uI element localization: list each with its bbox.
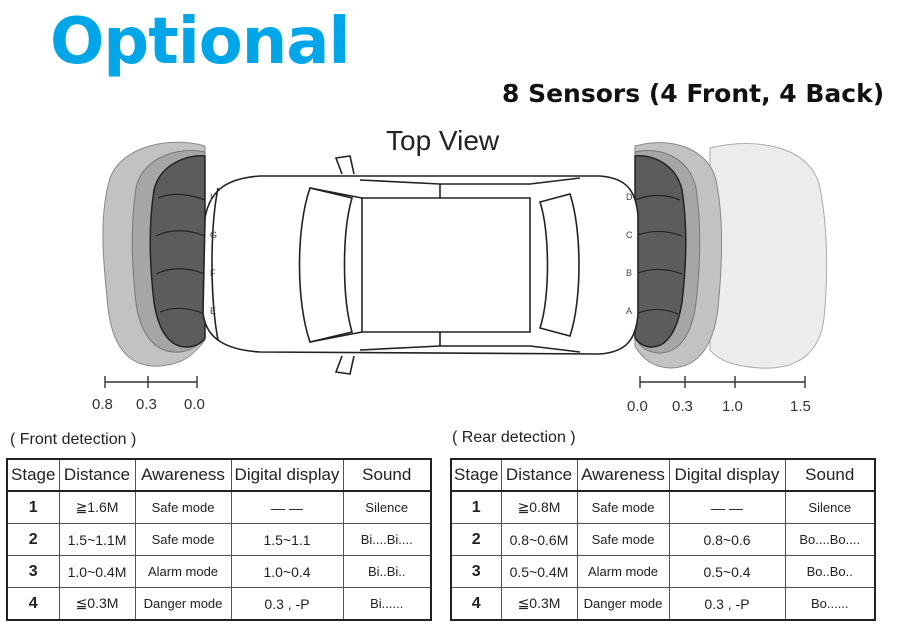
awareness-cell: Safe mode <box>134 523 232 556</box>
table-row: 4 ≦0.3M Danger mode 0.3 , -P Bi...... <box>6 587 432 621</box>
distance-scales <box>104 376 806 388</box>
column-header-distance: Distance <box>58 458 136 492</box>
display-cell: 0.8~0.6 <box>668 523 786 556</box>
table-row: 1 ≧1.6M Safe mode — — Silence <box>6 490 432 524</box>
awareness-cell: Safe mode <box>134 490 232 524</box>
display-cell: 0.3 , -P <box>668 587 786 621</box>
awareness-cell: Safe mode <box>576 523 670 556</box>
display-cell: 0.3 , -P <box>230 587 344 621</box>
column-header-digital-display: Digital display <box>230 458 344 492</box>
rear-sensor-4: A <box>626 306 632 316</box>
sensor-count-subheading: 8 Sensors (4 Front, 4 Back) <box>502 79 885 108</box>
rear-scale-label: 1.5 <box>790 398 811 415</box>
rear-scale-label: 1.0 <box>722 398 743 415</box>
awareness-cell: Danger mode <box>576 587 670 621</box>
rear-detection-title: ( Rear detection ) <box>452 429 576 446</box>
stage-cell: 1 <box>450 490 502 524</box>
car-outline <box>202 155 639 375</box>
table-row: 1 ≧0.8M Safe mode — — Silence <box>450 490 876 524</box>
front-scale-label: 0.3 <box>136 396 157 413</box>
front-detection-table: Stage Distance Awareness Digital display… <box>6 458 432 621</box>
rear-zone-far <box>709 143 828 369</box>
left-mirror <box>334 155 355 175</box>
stage-cell: 1 <box>6 490 60 524</box>
display-cell: — — <box>668 490 786 524</box>
display-cell: 1.0~0.4 <box>230 555 344 588</box>
top-view-title: Top View <box>386 125 500 156</box>
table-row: 2 1.5~1.1M Safe mode 1.5~1.1 Bi....Bi...… <box>6 523 432 556</box>
front-sensor-4: E <box>210 306 216 316</box>
front-sensor-2: G <box>210 230 217 240</box>
windshield <box>298 187 354 343</box>
table-row: 3 0.5~0.4M Alarm mode 0.5~0.4 Bo..Bo.. <box>450 555 876 588</box>
stage-cell: 3 <box>450 555 502 588</box>
awareness-cell: Safe mode <box>576 490 670 524</box>
sensor-markers: I G F E D C B A <box>210 192 633 316</box>
distance-cell: ≦0.3M <box>500 587 578 621</box>
rear-sensor-2: C <box>626 230 633 240</box>
rear-scale-label: 0.0 <box>627 398 648 415</box>
table-row: 3 1.0~0.4M Alarm mode 1.0~0.4 Bi..Bi.. <box>6 555 432 588</box>
front-detection-zones <box>102 141 206 367</box>
display-cell: 0.5~0.4 <box>668 555 786 588</box>
front-detection-title: ( Front detection ) <box>10 431 137 448</box>
sound-cell: Silence <box>342 490 432 524</box>
rear-detection-table: Stage Distance Awareness Digital display… <box>450 458 876 621</box>
stage-cell: 4 <box>6 587 60 621</box>
table-header-row: Stage Distance Awareness Digital display… <box>6 458 432 492</box>
rear-window <box>538 193 580 337</box>
column-header-stage: Stage <box>450 458 502 492</box>
awareness-cell: Alarm mode <box>134 555 232 588</box>
awareness-cell: Alarm mode <box>576 555 670 588</box>
sound-cell: Silence <box>784 490 876 524</box>
front-scale-label: 0.0 <box>184 396 205 413</box>
distance-cell: ≧0.8M <box>500 490 578 524</box>
display-cell: — — <box>230 490 344 524</box>
sound-cell: Bo...... <box>784 587 876 621</box>
table-row: 2 0.8~0.6M Safe mode 0.8~0.6 Bo....Bo...… <box>450 523 876 556</box>
distance-cell: 0.8~0.6M <box>500 523 578 556</box>
distance-cell: ≧1.6M <box>58 490 136 524</box>
rear-scale-label: 0.3 <box>672 398 693 415</box>
column-header-awareness: Awareness <box>576 458 670 492</box>
front-sensor-1: I <box>210 192 213 202</box>
top-view-diagram: I G F E D C B A <box>102 141 828 388</box>
display-cell: 1.5~1.1 <box>230 523 344 556</box>
distance-cell: 1.0~0.4M <box>58 555 136 588</box>
distance-cell: ≦0.3M <box>58 587 136 621</box>
column-header-sound: Sound <box>784 458 876 492</box>
sound-cell: Bo....Bo.... <box>784 523 876 556</box>
column-header-distance: Distance <box>500 458 578 492</box>
column-header-sound: Sound <box>342 458 432 492</box>
stage-cell: 3 <box>6 555 60 588</box>
awareness-cell: Danger mode <box>134 587 232 621</box>
rear-sensor-3: B <box>626 268 632 278</box>
rear-detection-zones <box>634 142 828 369</box>
front-scale-label: 0.8 <box>92 396 113 413</box>
sound-cell: Bo..Bo.. <box>784 555 876 588</box>
rear-zone-inner <box>634 155 687 348</box>
front-zone-inner <box>149 155 206 348</box>
sound-cell: Bi....Bi.... <box>342 523 432 556</box>
column-header-stage: Stage <box>6 458 60 492</box>
stage-cell: 2 <box>6 523 60 556</box>
column-header-digital-display: Digital display <box>668 458 786 492</box>
front-sensor-3: F <box>210 268 216 278</box>
right-mirror <box>334 355 355 375</box>
roof <box>361 197 531 333</box>
column-header-awareness: Awareness <box>134 458 232 492</box>
distance-cell: 0.5~0.4M <box>500 555 578 588</box>
stage-cell: 4 <box>450 587 502 621</box>
table-header-row: Stage Distance Awareness Digital display… <box>450 458 876 492</box>
table-row: 4 ≦0.3M Danger mode 0.3 , -P Bo...... <box>450 587 876 621</box>
sound-cell: Bi...... <box>342 587 432 621</box>
rear-sensor-1: D <box>626 192 633 202</box>
sound-cell: Bi..Bi.. <box>342 555 432 588</box>
distance-cell: 1.5~1.1M <box>58 523 136 556</box>
stage-cell: 2 <box>450 523 502 556</box>
headline: Optional <box>50 5 350 79</box>
